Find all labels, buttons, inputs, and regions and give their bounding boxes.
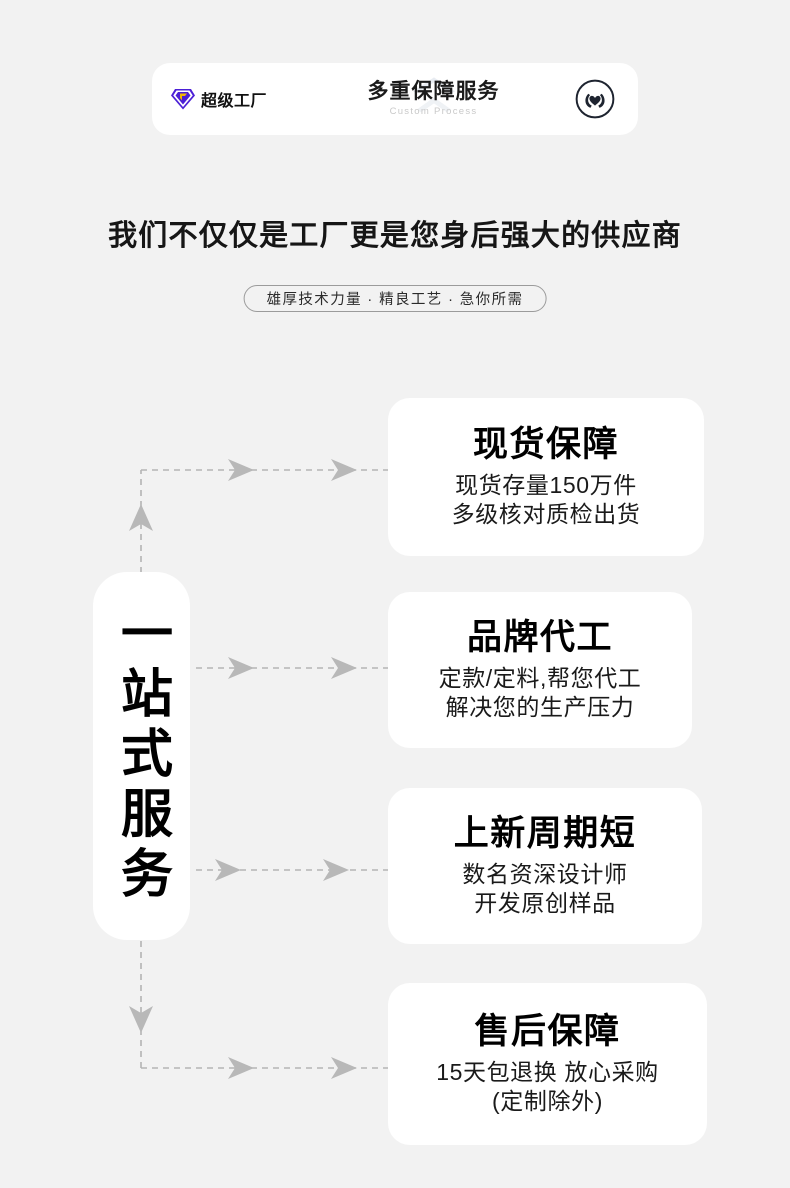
one-stop-service-card: 一站式服务: [93, 572, 190, 940]
arrow-down-spine: [129, 1006, 153, 1033]
feature-card-line-2: 多级核对质检出货: [451, 500, 641, 527]
feature-card-line-1: 15天包退换 放心采购: [436, 1058, 659, 1085]
feature-card-after-sales: 售后保障 15天包退换 放心采购 (定制除外): [388, 983, 707, 1145]
feature-card-new-arrival: 上新周期短 数名资深设计师 开发原创样品: [388, 788, 702, 944]
header-center: 多重保障服务 Custom Process: [293, 77, 574, 117]
header-bar: 超级工厂 多重保障服务 Custom Process: [152, 63, 638, 135]
header-title: 多重保障服务: [367, 80, 500, 104]
tagline-pill: 雄厚技术力量 · 精良工艺 · 急你所需: [243, 285, 547, 312]
tagline-text: 雄厚技术力量 · 精良工艺 · 急你所需: [266, 292, 524, 308]
brand-badge: 超级工厂: [170, 87, 267, 111]
arrow-card-4-a: [228, 1057, 254, 1079]
feature-card-line-1: 数名资深设计师: [462, 860, 628, 887]
feature-card-line-2: 解决您的生产压力: [445, 693, 635, 720]
hands-heart-icon: [575, 79, 615, 119]
feature-card-line-1: 定款/定料,帮您代工: [438, 664, 642, 691]
brand-label: 超级工厂: [201, 93, 268, 110]
arrow-card-2-b: [331, 657, 357, 679]
page-headline: 我们不仅仅是工厂更是您身后强大的供应商: [108, 220, 682, 252]
arrow-card-3-a: [215, 859, 241, 881]
feature-card-line-1: 现货存量150万件: [455, 471, 637, 498]
arrow-card-1-b: [331, 459, 357, 481]
feature-card-title: 上新周期短: [453, 814, 637, 854]
arrow-up-spine: [129, 504, 153, 531]
feature-card-line-2: 开发原创样品: [474, 889, 616, 916]
diamond-icon: [171, 89, 195, 110]
arrow-card-4-b: [331, 1057, 357, 1079]
feature-card-line-2: (定制除外): [492, 1087, 603, 1114]
header-subtitle: Custom Process: [389, 105, 478, 117]
feature-card-title: 售后保障: [474, 1012, 621, 1052]
feature-card-title: 现货保障: [472, 425, 619, 465]
arrow-card-2-a: [228, 657, 254, 679]
arrow-card-3-b: [323, 859, 349, 881]
feature-card-stock: 现货保障 现货存量150万件 多级核对质检出货: [388, 398, 704, 556]
feature-card-oem: 品牌代工 定款/定料,帮您代工 解决您的生产压力: [388, 592, 692, 748]
one-stop-service-label: 一站式服务: [111, 606, 172, 906]
arrow-card-1-a: [228, 459, 254, 481]
feature-card-title: 品牌代工: [466, 618, 613, 658]
